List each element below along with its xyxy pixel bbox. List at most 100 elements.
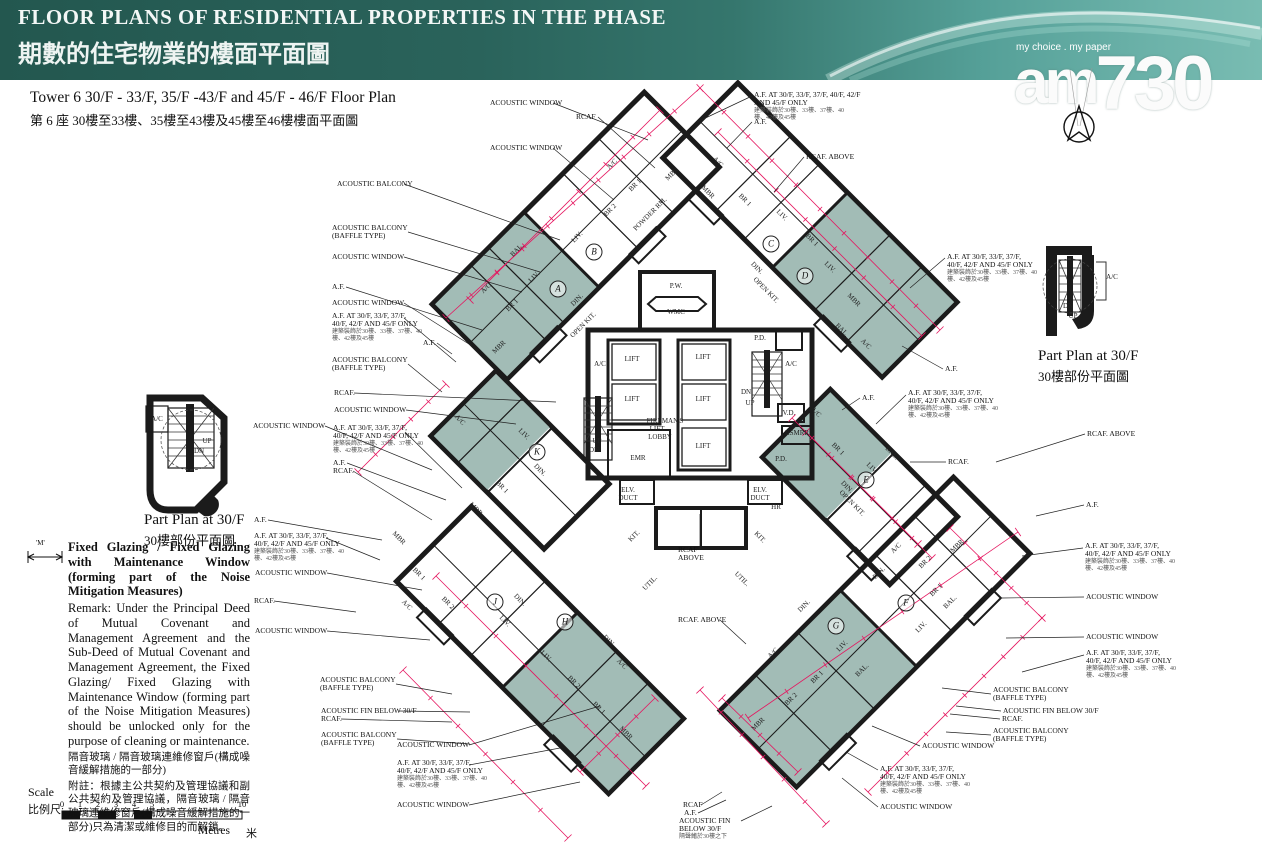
room-label: DUCT [618, 494, 638, 502]
plan-callout: RCAF. ABOVE [1087, 429, 1136, 438]
room-label: LIFT [649, 425, 665, 433]
callout-text: A.F. AT 30/F, 33/F, 37/F, 40/F, 42/F AND… [332, 311, 418, 329]
room-label: UP [1068, 312, 1078, 320]
legend-remark: Remark: Under the Principal Deed of Mutu… [68, 601, 250, 748]
unit-letter-badge: H [556, 613, 574, 631]
callout-text: A.F. [754, 117, 767, 126]
unit-letter-badge: K [528, 443, 546, 461]
callout-text: RCAF ABOVE [678, 545, 704, 563]
room-label: ELV. [621, 486, 635, 494]
legend-block: Fixed Glazing / Fixed Glazing with Maint… [28, 540, 250, 834]
unit-letter-badge: G [827, 617, 845, 635]
room-label: DN [193, 447, 205, 455]
callout-text: ACOUSTIC WINDOW [332, 252, 405, 261]
scale-tick: 4 [131, 799, 137, 809]
plan-callout: ACOUSTIC BALCONY (BAFFLE TYPE) [993, 726, 1077, 744]
m-symbol-label: 'M' [36, 539, 45, 547]
plan-callout: ACOUSTIC WINDOW [397, 740, 470, 749]
core [583, 270, 815, 550]
wing-top-left [428, 88, 723, 383]
room-label: P.W. [669, 282, 683, 290]
callout-text: A.F. [684, 808, 697, 817]
room-label: EMR [630, 454, 646, 462]
callout-text: A.F. [333, 458, 346, 467]
plan-callout: A.F. AT 30/F, 33/F, 37/F, 40/F, 42/F AND… [947, 252, 1037, 284]
callout-text: RCAF. ABOVE [678, 615, 727, 624]
room-label: A/C [151, 415, 163, 423]
callout-text: A.F. [254, 515, 267, 524]
callout-text: ACOUSTIC WINDOW [397, 740, 470, 749]
callout-text-chinese: 建築裝飾於30樓、33樓、37樓、40樓、42樓及45樓 [397, 775, 488, 789]
plan-callout: A.F. AT 30/F, 33/F, 37/F, 40/F, 42/F AND… [754, 90, 866, 122]
plan-callout: ACOUSTIC WINDOW [255, 568, 328, 577]
callout-text: A.F. AT 30/F, 33/F, 37/F, 40/F, 42/F AND… [254, 531, 340, 549]
callout-text: A.F. [423, 338, 436, 347]
callout-text: ACOUSTIC WINDOW [253, 421, 326, 430]
scale-label: Scale [28, 785, 54, 799]
callout-text: A.F. AT 30/F, 33/F, 37/F, 40/F, 42/F AND… [1086, 648, 1172, 666]
callout-text-chinese: 建築裝飾於30樓、33樓、37樓、40樓、42樓及45樓 [908, 405, 999, 419]
callout-text: A.F. [945, 364, 958, 373]
room-label: FIREMAN'S [646, 417, 684, 425]
plan-callout: A.F. [332, 282, 345, 291]
scale-tick: 10 [237, 799, 247, 809]
callout-text: ACOUSTIC WINDOW [397, 800, 470, 809]
callout-text: ACOUSTIC WINDOW [1086, 592, 1159, 601]
brand-tagline: my choice . my paper [1016, 42, 1112, 53]
room-label: A/C [594, 360, 606, 368]
scale-bar [61, 810, 243, 820]
callout-text: ACOUSTIC FIN BELOW 30/F [321, 706, 417, 715]
scale-tick: 1 [77, 799, 83, 809]
m-symbol [26, 551, 64, 563]
north-arrow-icon [1063, 67, 1095, 143]
callout-text: ACOUSTIC WINDOW [490, 98, 563, 107]
callout-text-chinese: 隔聲鰭於30樓之下 [679, 833, 728, 840]
room-label: UP [745, 399, 755, 407]
plan-callout: RCAF [683, 800, 703, 809]
plan-callout: A.F. [754, 117, 767, 126]
callout-text-chinese: 建築裝飾於30樓、33樓、37樓、40樓、42樓及45樓 [254, 548, 345, 562]
wing-bottom-left [392, 502, 688, 798]
room-label: UP [202, 437, 212, 445]
scale-unit-chinese: 米 [246, 828, 257, 840]
plan-callout: ACOUSTIC BALCONY (BAFFLE TYPE) [332, 223, 416, 241]
unit-letter-badge: E [857, 471, 875, 489]
callout-text-chinese: 建築裝飾於30樓、33樓、37樓、40樓、42樓及45樓 [947, 269, 1038, 283]
plan-callout: RCAF. [334, 388, 355, 397]
callout-text-chinese: 建築裝飾於30樓、33樓、37樓、40樓、42樓及45樓 [1086, 665, 1177, 679]
callout-text: ACOUSTIC BALCONY (BAFFLE TYPE) [320, 675, 396, 693]
logo-am: am [1014, 48, 1100, 117]
callout-text: ACOUSTIC BALCONY (BAFFLE TYPE) [993, 685, 1069, 703]
callout-text: RCAF. ABOVE [1087, 429, 1136, 438]
unit-letter-badge: C [762, 235, 780, 253]
unit-letter-badge: F [897, 594, 915, 612]
room-label: LIFT [695, 442, 711, 450]
header-swoosh [825, 10, 1262, 80]
unit-letter-badge: A [549, 280, 567, 298]
room-label: DN [588, 446, 600, 454]
plan-callout: RCAF. [333, 466, 354, 475]
part-plan-left-drawing [145, 394, 228, 517]
room-label: A/C [1106, 273, 1118, 281]
scale-label-chinese: 比例尺: [28, 804, 65, 816]
callout-text: ACOUSTIC WINDOW [922, 741, 995, 750]
callout-text: A.F. [332, 282, 345, 291]
callout-text: ACOUSTIC FIN BELOW 30/F [1003, 706, 1099, 715]
plan-callout: ACOUSTIC FIN BELOW 30/F 隔聲鰭於30樓之下 [679, 816, 741, 841]
room-label: DN [740, 388, 752, 396]
header-band [0, 0, 1262, 80]
plan-callout: ACOUSTIC WINDOW [490, 143, 562, 152]
unit-letter-badge: B [585, 243, 603, 261]
am730-logo: am730 [1014, 46, 1214, 122]
part-plan-right-drawing [1042, 246, 1107, 336]
wing-bottom-right [716, 473, 1034, 791]
callout-text: ACOUSTIC WINDOW [255, 568, 328, 577]
plan-callout: ACOUSTIC WINDOW [1086, 592, 1159, 601]
callout-text-chinese: 建築裝飾於30樓、33樓、37樓、40樓、42樓及45樓 [332, 328, 423, 342]
callout-text: A.F. AT 30/F, 33/F, 37/F, 40/F, 42/F AND… [754, 90, 861, 108]
plan-callout: RCAF. ABOVE [678, 615, 727, 624]
room-label: RSMRR [784, 429, 810, 437]
plan-callout: A.F. [333, 458, 346, 467]
